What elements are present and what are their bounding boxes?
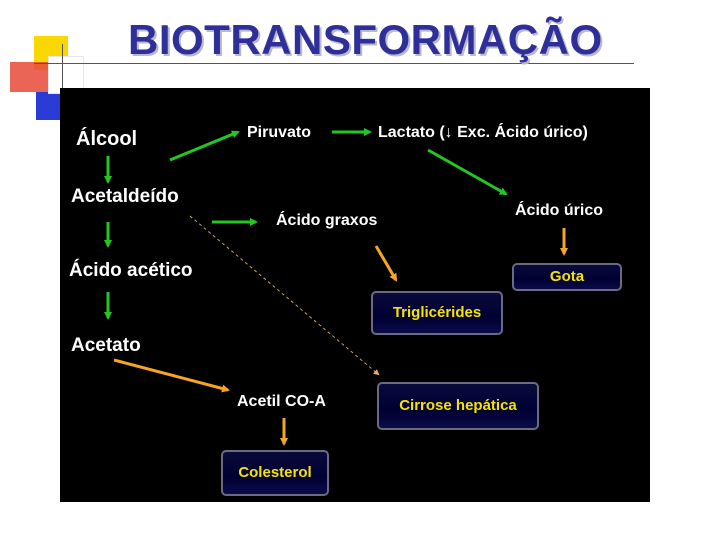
arrow-alcool-to-piruvato	[169, 130, 240, 162]
decor-vertical-line	[62, 44, 63, 122]
box-cirrose-hepatica: Cirrose hepática	[377, 382, 539, 430]
node-acido-acetico: Ácido acético	[69, 260, 193, 281]
box-trigliceridos: Triglicérides	[371, 291, 503, 335]
node-piruvato: Piruvato	[247, 124, 312, 141]
node-acetaldeido: Acetaldeído	[71, 186, 179, 207]
arrows-layer	[104, 128, 568, 446]
decor-horizontal-line	[34, 63, 634, 64]
node-acido-urico: Ácido úrico	[515, 202, 604, 219]
node-alcool: Álcool	[76, 128, 138, 150]
diagram-panel: Álcool Acetaldeído Ácido acético Acetato…	[60, 88, 650, 502]
arrow-acetato-to-acetil-coa	[113, 358, 230, 393]
arrow-lactato-to-acido-urico	[427, 148, 508, 196]
node-lactato: Lactato (↓ Exc. Ácido úrico)	[378, 124, 588, 142]
box-gota: Gota	[512, 263, 622, 291]
lactato-label: Lactato (	[378, 124, 445, 141]
node-acetil-coa: Acetil CO-A	[237, 393, 326, 410]
lactato-label-rest: Exc. Ácido úrico)	[452, 124, 588, 141]
node-acido-graxos: Ácido graxos	[276, 212, 378, 229]
page-title: BIOTRANSFORMAÇÃO	[128, 16, 603, 63]
arrow-acido-graxos-to-triglicerides	[374, 245, 398, 282]
dashed-acetaldeido-to-cirrose	[189, 215, 380, 376]
down-arrow-icon: ↓	[444, 124, 453, 141]
node-acetato: Acetato	[71, 335, 141, 356]
box-colesterol: Colesterol	[221, 450, 329, 496]
